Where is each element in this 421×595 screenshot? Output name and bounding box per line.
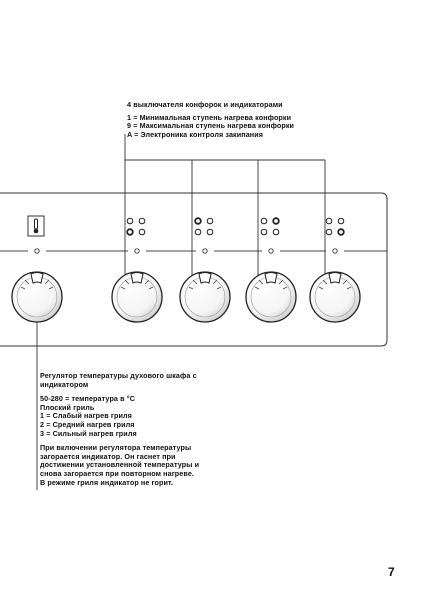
hob-switches-callout: 4 выключателя конфорок и индикаторами 1 … <box>127 100 295 139</box>
hob-switch-knob-1 <box>111 271 163 323</box>
oven-temperature-knob <box>11 271 63 323</box>
oven-note-line: В режиме гриля индикатор не горит. <box>40 477 174 487</box>
oven-callout-heading: Регулятор температуры духового шкафа с <box>40 371 197 380</box>
indicator-lamps <box>34 248 338 254</box>
hob-indicator-lamp <box>332 248 338 254</box>
page-number: 7 <box>388 565 395 579</box>
oven-note-line: загорается индикатор. Он гаснет при <box>40 451 176 461</box>
hob-callout-heading: 4 выключателя конфорок и индикаторами <box>127 100 283 109</box>
oven-setting-line: 3 = Сильный нагрев гриля <box>40 428 137 438</box>
oven-note-line: При включении регулятора температуры <box>40 443 192 453</box>
hob-indicator-lamp <box>134 248 140 254</box>
panel-outline <box>0 192 388 347</box>
oven-note-line: снова загорается при повторном нагреве. <box>40 468 195 478</box>
oven-setting-line: 2 = Средний нагрев гриля <box>40 419 135 429</box>
hob-switch-knob-2 <box>179 271 231 323</box>
hob-switch-knob-3 <box>245 271 297 323</box>
oven-setting-line: Плоский гриль <box>40 402 95 412</box>
oven-note-line: достижении установленной температуры и <box>40 460 200 470</box>
burner-symbol-icon <box>126 217 146 236</box>
oven-callout-heading: индикатором <box>40 379 89 389</box>
hob-indicator-lamp <box>268 248 274 254</box>
burner-symbol-icon <box>194 217 214 236</box>
burner-symbol-icon <box>325 217 345 236</box>
oven-setting-line: 1 = Слабый нагрев гриля <box>40 411 132 421</box>
oven-indicator-lamp <box>34 248 40 254</box>
hob-callout-line: 1 = Минимальная ступень нагрева конфорки <box>127 112 292 122</box>
burner-symbol-icon <box>260 217 280 236</box>
thermometer-icon <box>27 215 45 237</box>
hob-callout-line: 9 = Максимальная ступень нагрева конфорк… <box>127 121 295 131</box>
oven-setting-line: 50-280 = температура в °C <box>40 394 136 404</box>
oven-regulator-callout: Регулятор температуры духового шкафа с и… <box>40 371 200 487</box>
hob-switch-knob-4 <box>309 271 361 323</box>
hob-indicator-lamp <box>202 248 208 254</box>
hob-callout-line: A = Электроника контроля закипания <box>127 129 264 139</box>
hob-callout-leader <box>124 134 326 290</box>
